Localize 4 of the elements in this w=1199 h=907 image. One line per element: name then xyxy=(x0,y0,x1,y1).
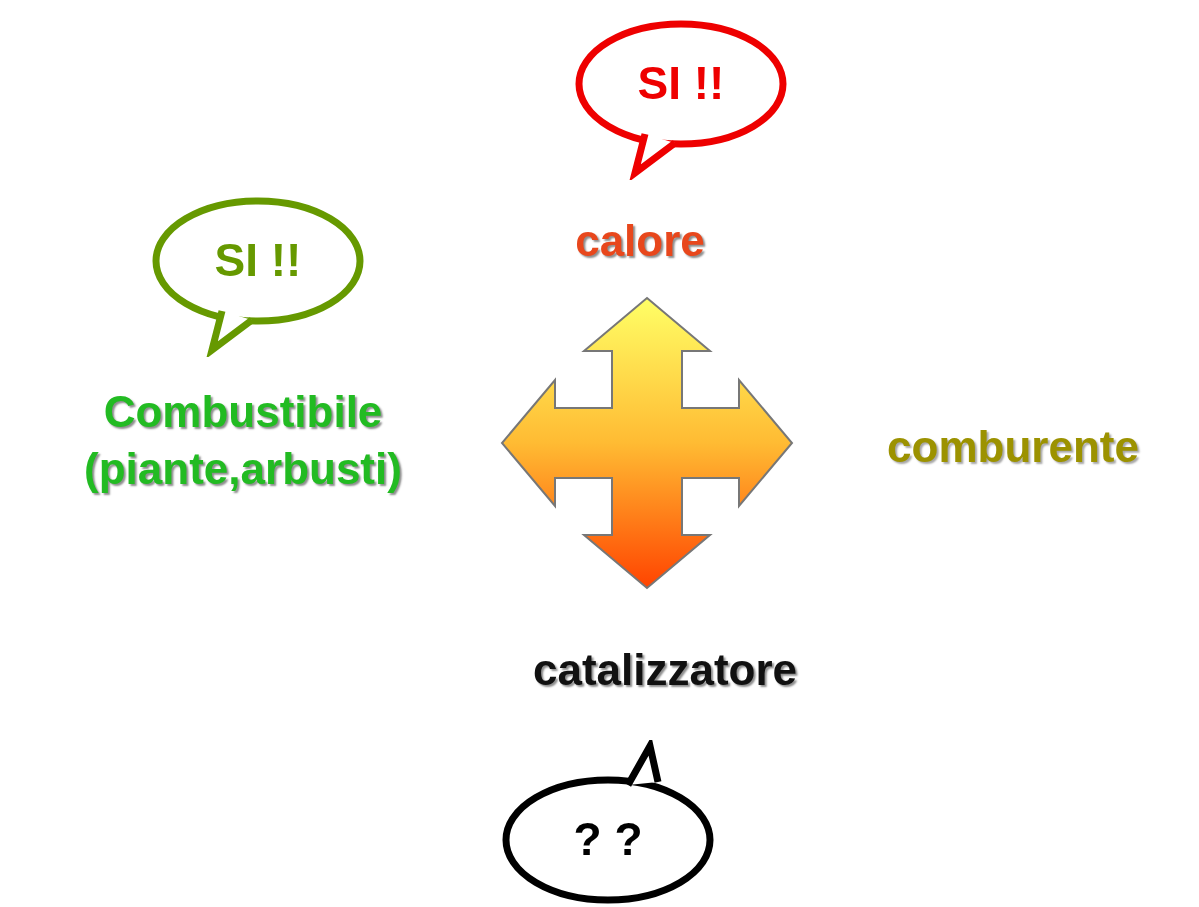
label-text: Combustibile (piante,arbusti) xyxy=(8,372,478,508)
label-text: catalizzatore xyxy=(460,640,870,700)
label-text: comburente xyxy=(830,418,1196,476)
label-text: calore xyxy=(530,212,750,270)
